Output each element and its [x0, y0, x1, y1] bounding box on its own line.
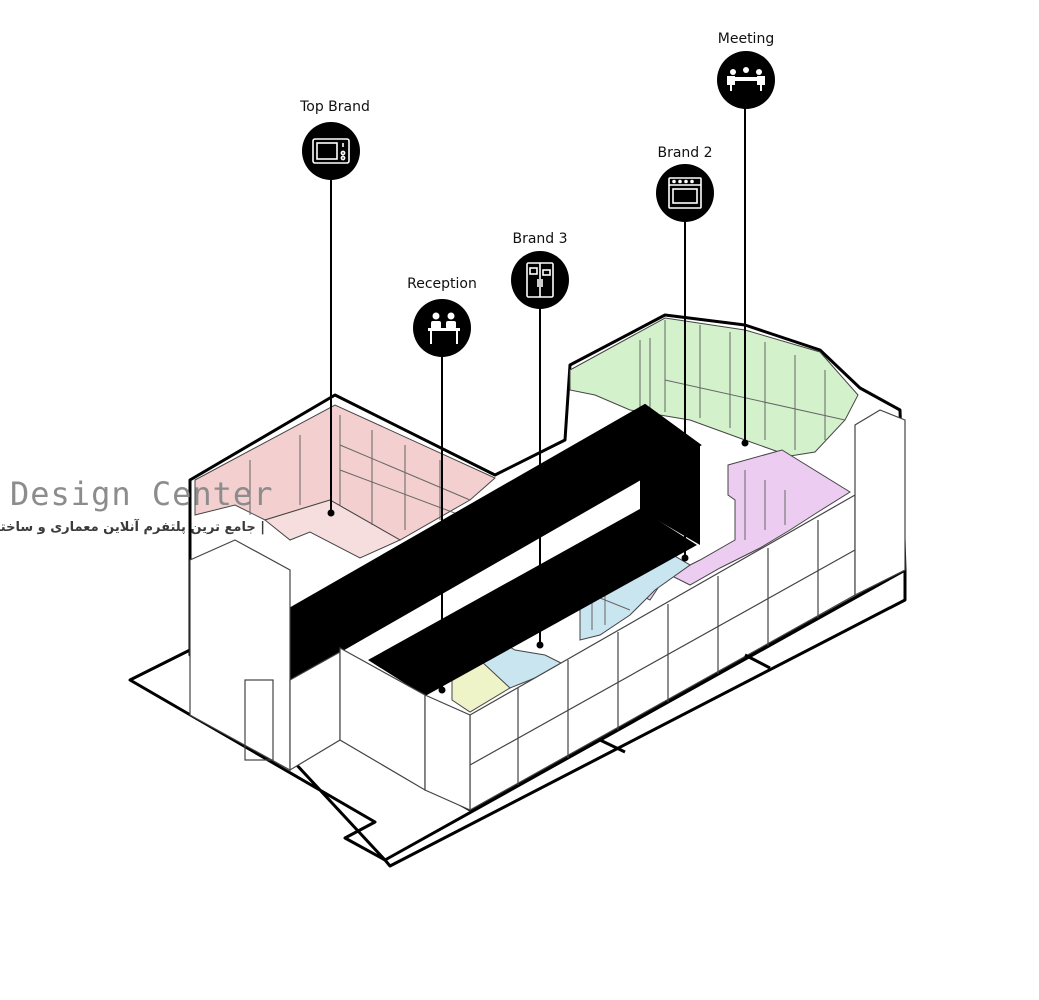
refrigerator-icon [526, 262, 554, 298]
support-legs [599, 653, 771, 754]
left-wing-walls [189, 539, 471, 811]
facade-mullions [469, 520, 856, 785]
label-brand-2: Brand 2 [657, 145, 712, 161]
label-top-brand: Top Brand [299, 99, 370, 115]
watermark-title: Design Center [10, 475, 274, 513]
callout-meeting: Meeting [717, 31, 775, 109]
left-wing-door [244, 679, 274, 761]
callout-brand-3: Brand 3 [511, 231, 569, 309]
callout-reception: Reception [407, 276, 477, 357]
reception-desk-icon [428, 312, 460, 344]
callout-brand-2: Brand 2 [656, 145, 714, 222]
microwave-icon [312, 138, 350, 164]
label-brand-3: Brand 3 [512, 231, 567, 247]
zone-top-brand [194, 404, 496, 559]
leader-lines [330, 108, 746, 690]
callout-top-brand: Top Brand [299, 99, 370, 180]
leader-end-dots [327, 439, 749, 694]
label-meeting: Meeting [718, 31, 774, 47]
label-reception: Reception [407, 276, 477, 292]
meeting-table-icon [727, 67, 765, 91]
zone-meeting [569, 317, 859, 457]
right-end-walls [854, 409, 906, 596]
oven-icon [668, 177, 702, 209]
watermark-subtitle: | جامع ترین پلتفرم آنلاین معماری و ساختم… [0, 520, 265, 535]
